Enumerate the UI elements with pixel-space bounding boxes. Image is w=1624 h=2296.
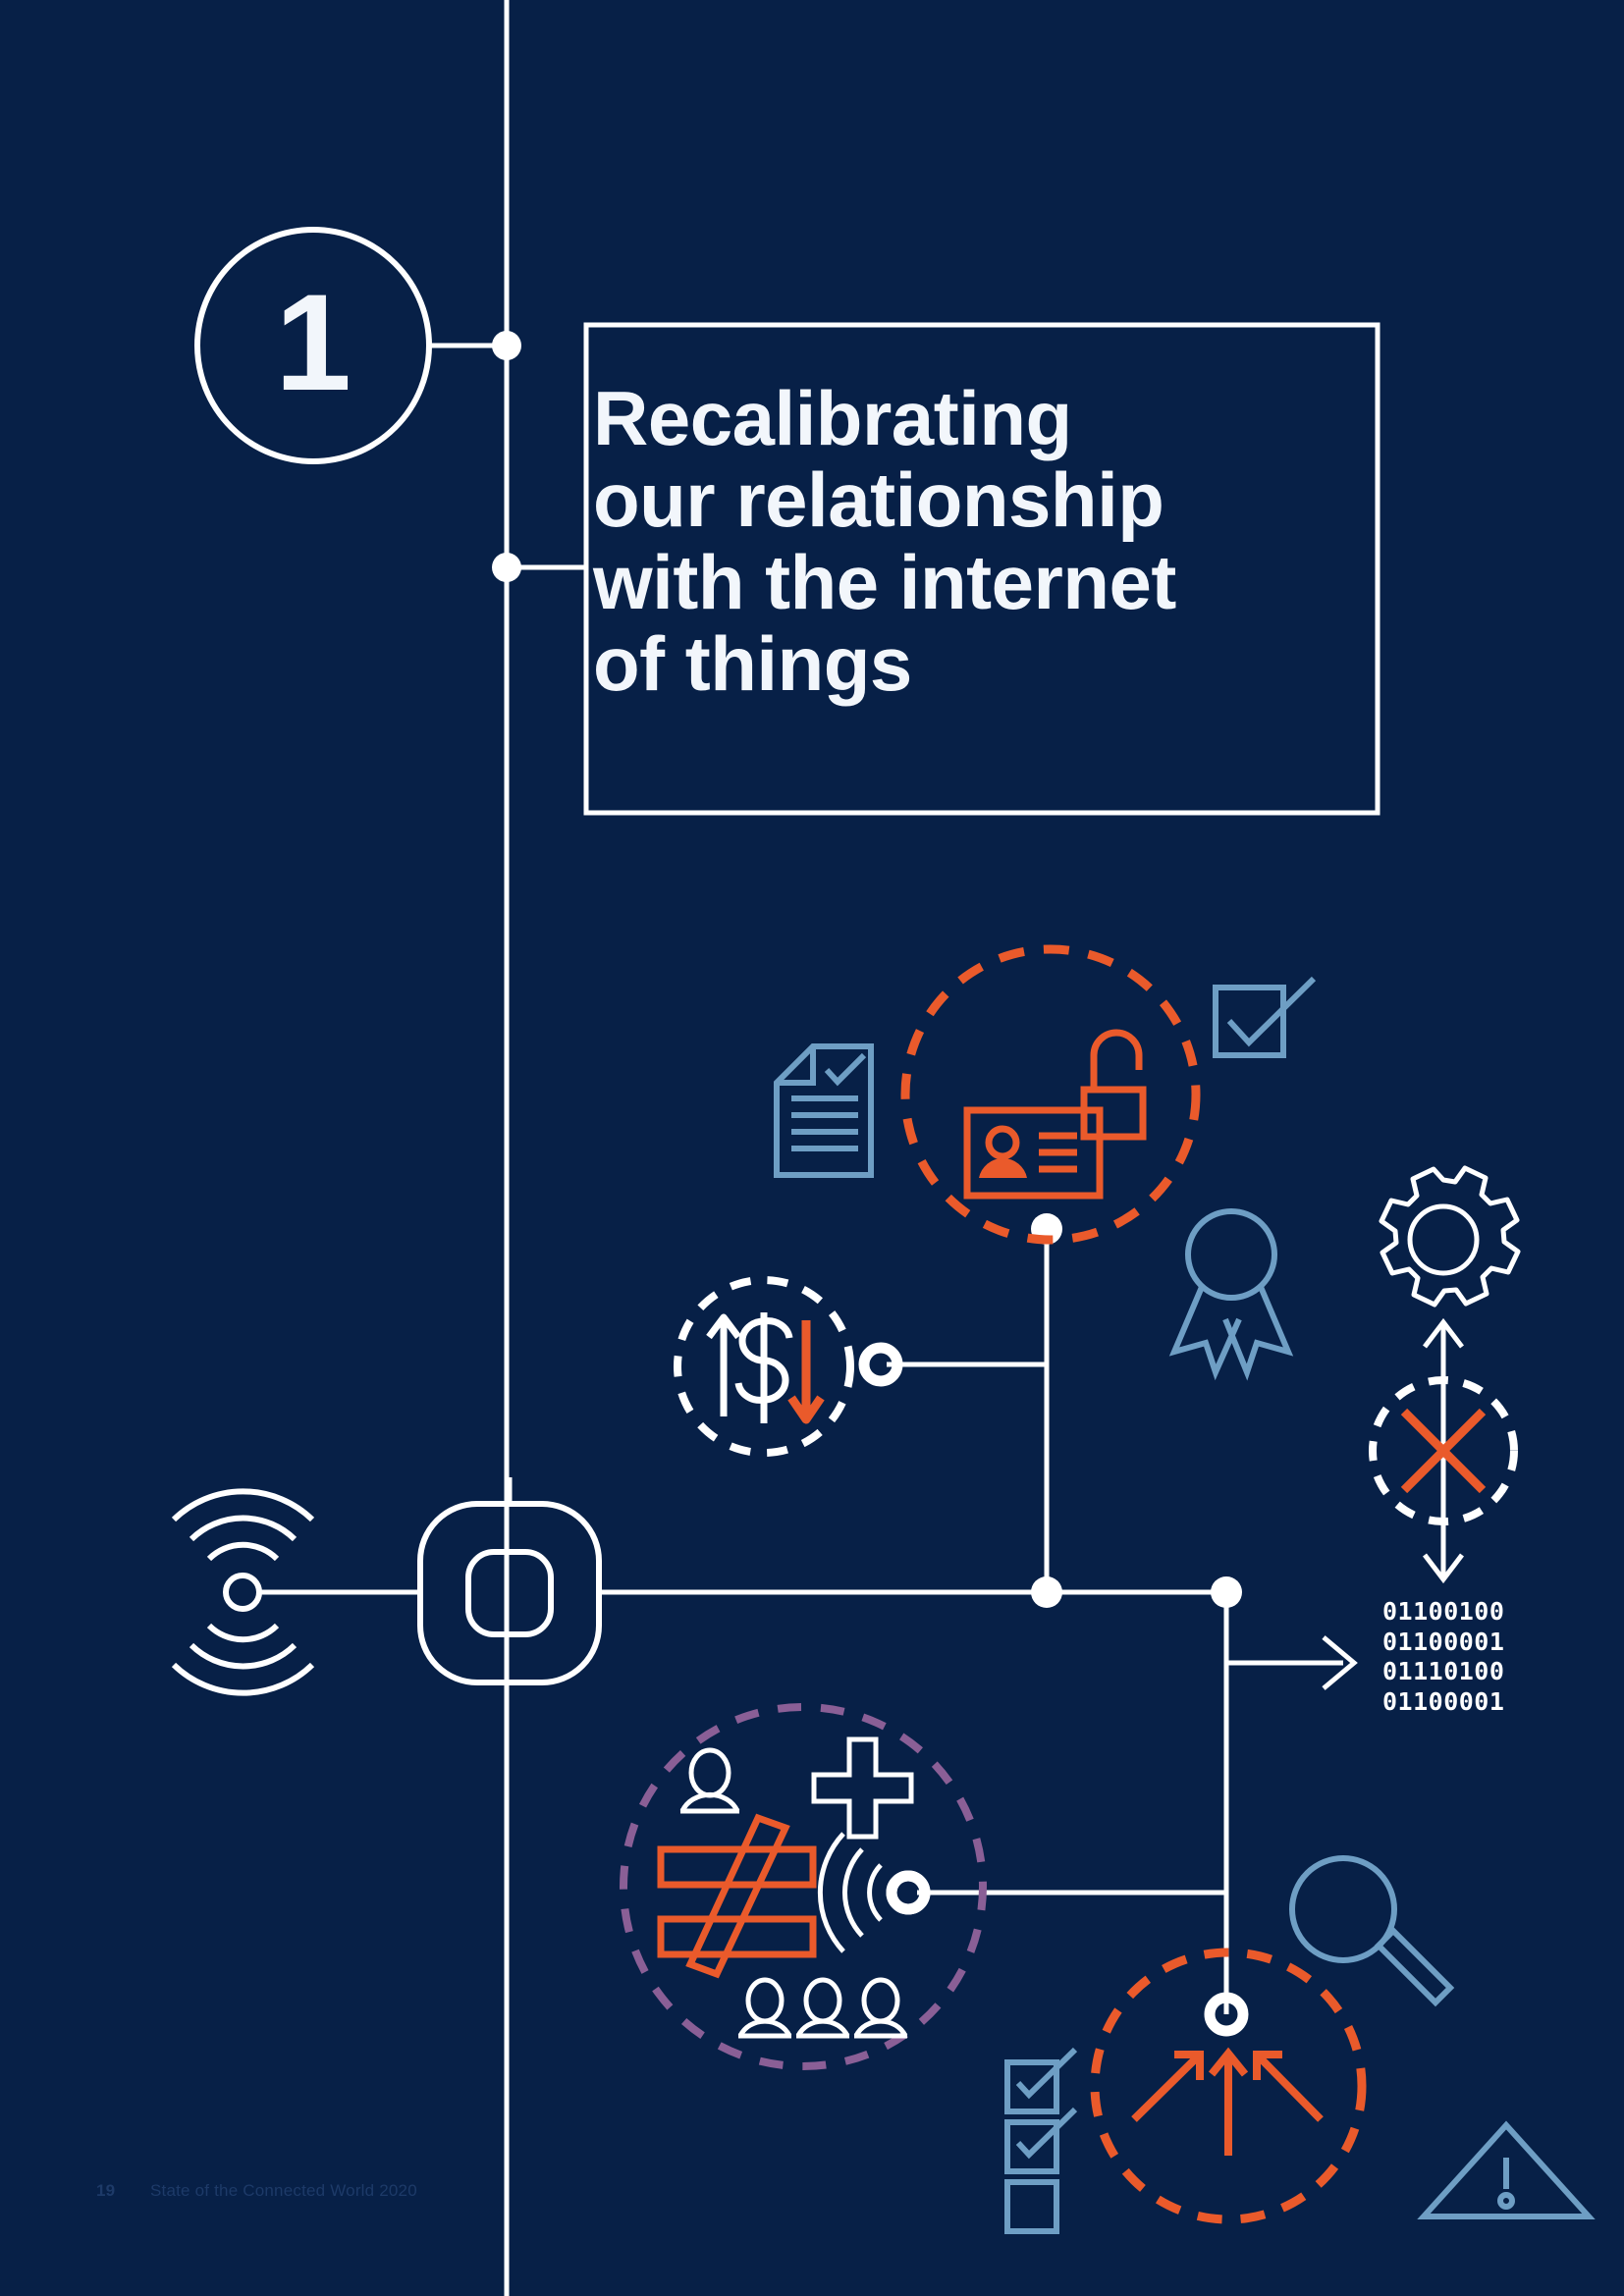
not-equal-sign-icon (657, 1813, 817, 1979)
footer-document-title: State of the Connected World 2020 (150, 2181, 417, 2200)
checkbox-checked-icon-top (1213, 976, 1317, 1058)
connector-dot-title (492, 553, 521, 582)
chapter-title: Recalibrating our relationship with the … (593, 375, 1176, 708)
wifi-signal-icon-left (171, 1488, 315, 1696)
connector-ring-currency (858, 1342, 903, 1387)
gear-icon (1379, 1165, 1521, 1308)
chapter-number: 1 (275, 265, 352, 419)
footer-page-number: 19 (96, 2181, 116, 2200)
cross-x-icon (1400, 1408, 1487, 1494)
arrow-right-icon (1322, 1635, 1358, 1690)
dashed-circle-orange-idcard (900, 944, 1201, 1245)
plus-icon (811, 1736, 914, 1840)
rounded-square-hub-node (417, 1501, 602, 1685)
dollar-up-down-arrows-icon (706, 1312, 825, 1424)
document-with-checkmark-icon (774, 1043, 874, 1178)
dashed-circle-white-cross (1369, 1376, 1518, 1525)
three-converging-arrows-icon (1131, 2047, 1324, 2156)
connector-ring-arrows (1204, 1992, 1249, 2037)
person-icon (679, 1747, 740, 1814)
page-footer: 19 State of the Connected World 2020 (96, 2181, 417, 2201)
magnifying-glass-icon (1289, 1855, 1455, 2007)
binary-data-label: 01100100 01100001 01110100 01100001 (1382, 1597, 1505, 1716)
warning-triangle-icon (1417, 2120, 1596, 2219)
connector-dot-chapter (492, 331, 521, 360)
connector-dot-center (1031, 1576, 1062, 1608)
checkbox-list-icon (1004, 2047, 1078, 2234)
wifi-signal-icon-inner (817, 1832, 931, 1953)
dashed-circle-orange-arrows (1090, 1948, 1367, 2224)
dashed-circle-white-currency (674, 1276, 854, 1457)
three-people-icon (737, 1977, 908, 2039)
id-card-with-open-padlock-icon (963, 1029, 1147, 1200)
award-ribbon-icon (1168, 1208, 1294, 1381)
dashed-circle-purple-inequality (620, 1703, 987, 2070)
